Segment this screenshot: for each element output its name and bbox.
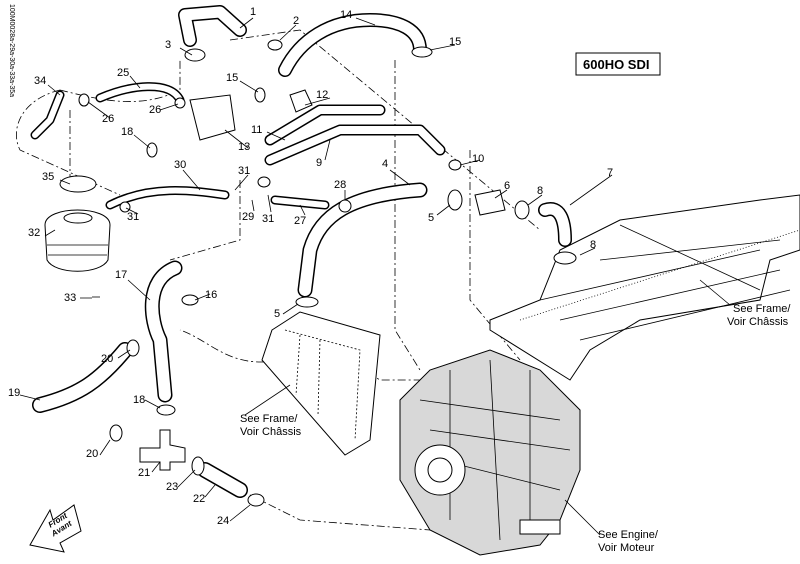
callout: 18 [121, 126, 133, 138]
svg-text:Voir Châssis: Voir Châssis [240, 426, 302, 438]
callout: 34 [34, 75, 46, 87]
svg-text:See Frame/: See Frame/ [733, 303, 791, 315]
callout: 20 [101, 353, 113, 365]
callout: 31 [262, 213, 274, 225]
hoses [30, 5, 572, 498]
clamps [78, 39, 577, 507]
callout: 31 [238, 165, 250, 177]
svg-text:Voir Châssis: Voir Châssis [727, 316, 789, 328]
callout: 33 [64, 292, 76, 304]
model-label: 600HO SDI [575, 52, 661, 76]
callout: 11 [251, 124, 262, 136]
svg-text:See Engine/: See Engine/ [598, 529, 659, 541]
model-label-text: 600HO SDI [583, 57, 649, 72]
callout: 32 [28, 227, 40, 239]
callout: 35 [42, 171, 54, 183]
callout: 7 [607, 167, 613, 179]
callout: 18 [133, 394, 145, 406]
hose-14 [278, 13, 427, 77]
callout: 22 [193, 493, 205, 505]
callout: 25 [117, 67, 129, 79]
callout: 16 [205, 289, 217, 301]
callout: 30 [174, 159, 186, 171]
callout: 15 [449, 36, 461, 48]
callout-numbers: 1 2 3 14 15 15 34 25 26 26 12 18 13 11 9… [8, 6, 613, 527]
callout: 26 [102, 113, 114, 125]
callout: 17 [115, 269, 127, 281]
note-frame-mid: See Frame/ Voir Châssis [240, 413, 302, 438]
callout: 13 [238, 141, 250, 153]
hose-4 [297, 182, 428, 298]
callout: 5 [428, 212, 434, 224]
hose-19 [32, 342, 133, 413]
hose-30 [105, 186, 230, 210]
callout: 8 [590, 239, 596, 251]
callout: 28 [334, 179, 346, 191]
hose-27 [270, 195, 330, 210]
radiator [261, 311, 381, 456]
svg-text:See Frame/: See Frame/ [240, 413, 298, 425]
leader-lines [19, 17, 731, 536]
callout: 26 [149, 104, 161, 116]
callout: 23 [166, 481, 178, 493]
callout: 19 [8, 387, 20, 399]
hose-34 [30, 90, 65, 140]
hose-1 [178, 5, 247, 47]
callout: 6 [504, 180, 510, 192]
routing-line [16, 29, 541, 531]
callout: 20 [86, 448, 98, 460]
callout: 10 [472, 153, 484, 165]
note-engine: See Engine/ Voir Moteur [598, 529, 659, 554]
callout: 27 [294, 215, 306, 227]
callout: 8 [537, 185, 543, 197]
callout: 29 [242, 211, 254, 223]
callout: 15 [226, 72, 238, 84]
hose-25 [95, 82, 185, 105]
front-arrow: Front Avant [29, 504, 82, 553]
engine [399, 349, 581, 556]
frame-tunnel [489, 194, 800, 381]
callout: 9 [316, 157, 322, 169]
hose-7 [538, 202, 572, 247]
svg-text:Voir Moteur: Voir Moteur [598, 542, 655, 554]
drawing-code: 100M0028a-29a-30a-33a-35a [8, 4, 15, 97]
callout: 2 [293, 15, 299, 27]
tank-cap [59, 175, 97, 193]
hose-17 [144, 260, 183, 403]
callout: 5 [274, 308, 280, 320]
callout: 24 [217, 515, 229, 527]
hose-11-9 [264, 104, 446, 166]
callout: 31 [127, 211, 139, 223]
callout: 1 [250, 6, 256, 18]
callout: 4 [382, 158, 388, 170]
expansion-tank [44, 175, 111, 272]
hose-22 [197, 462, 248, 498]
note-frame-top: See Frame/ Voir Châssis [727, 303, 791, 328]
callout: 14 [340, 9, 352, 21]
callout: 3 [165, 39, 171, 51]
callout: 12 [316, 89, 328, 101]
callout: 21 [138, 467, 150, 479]
